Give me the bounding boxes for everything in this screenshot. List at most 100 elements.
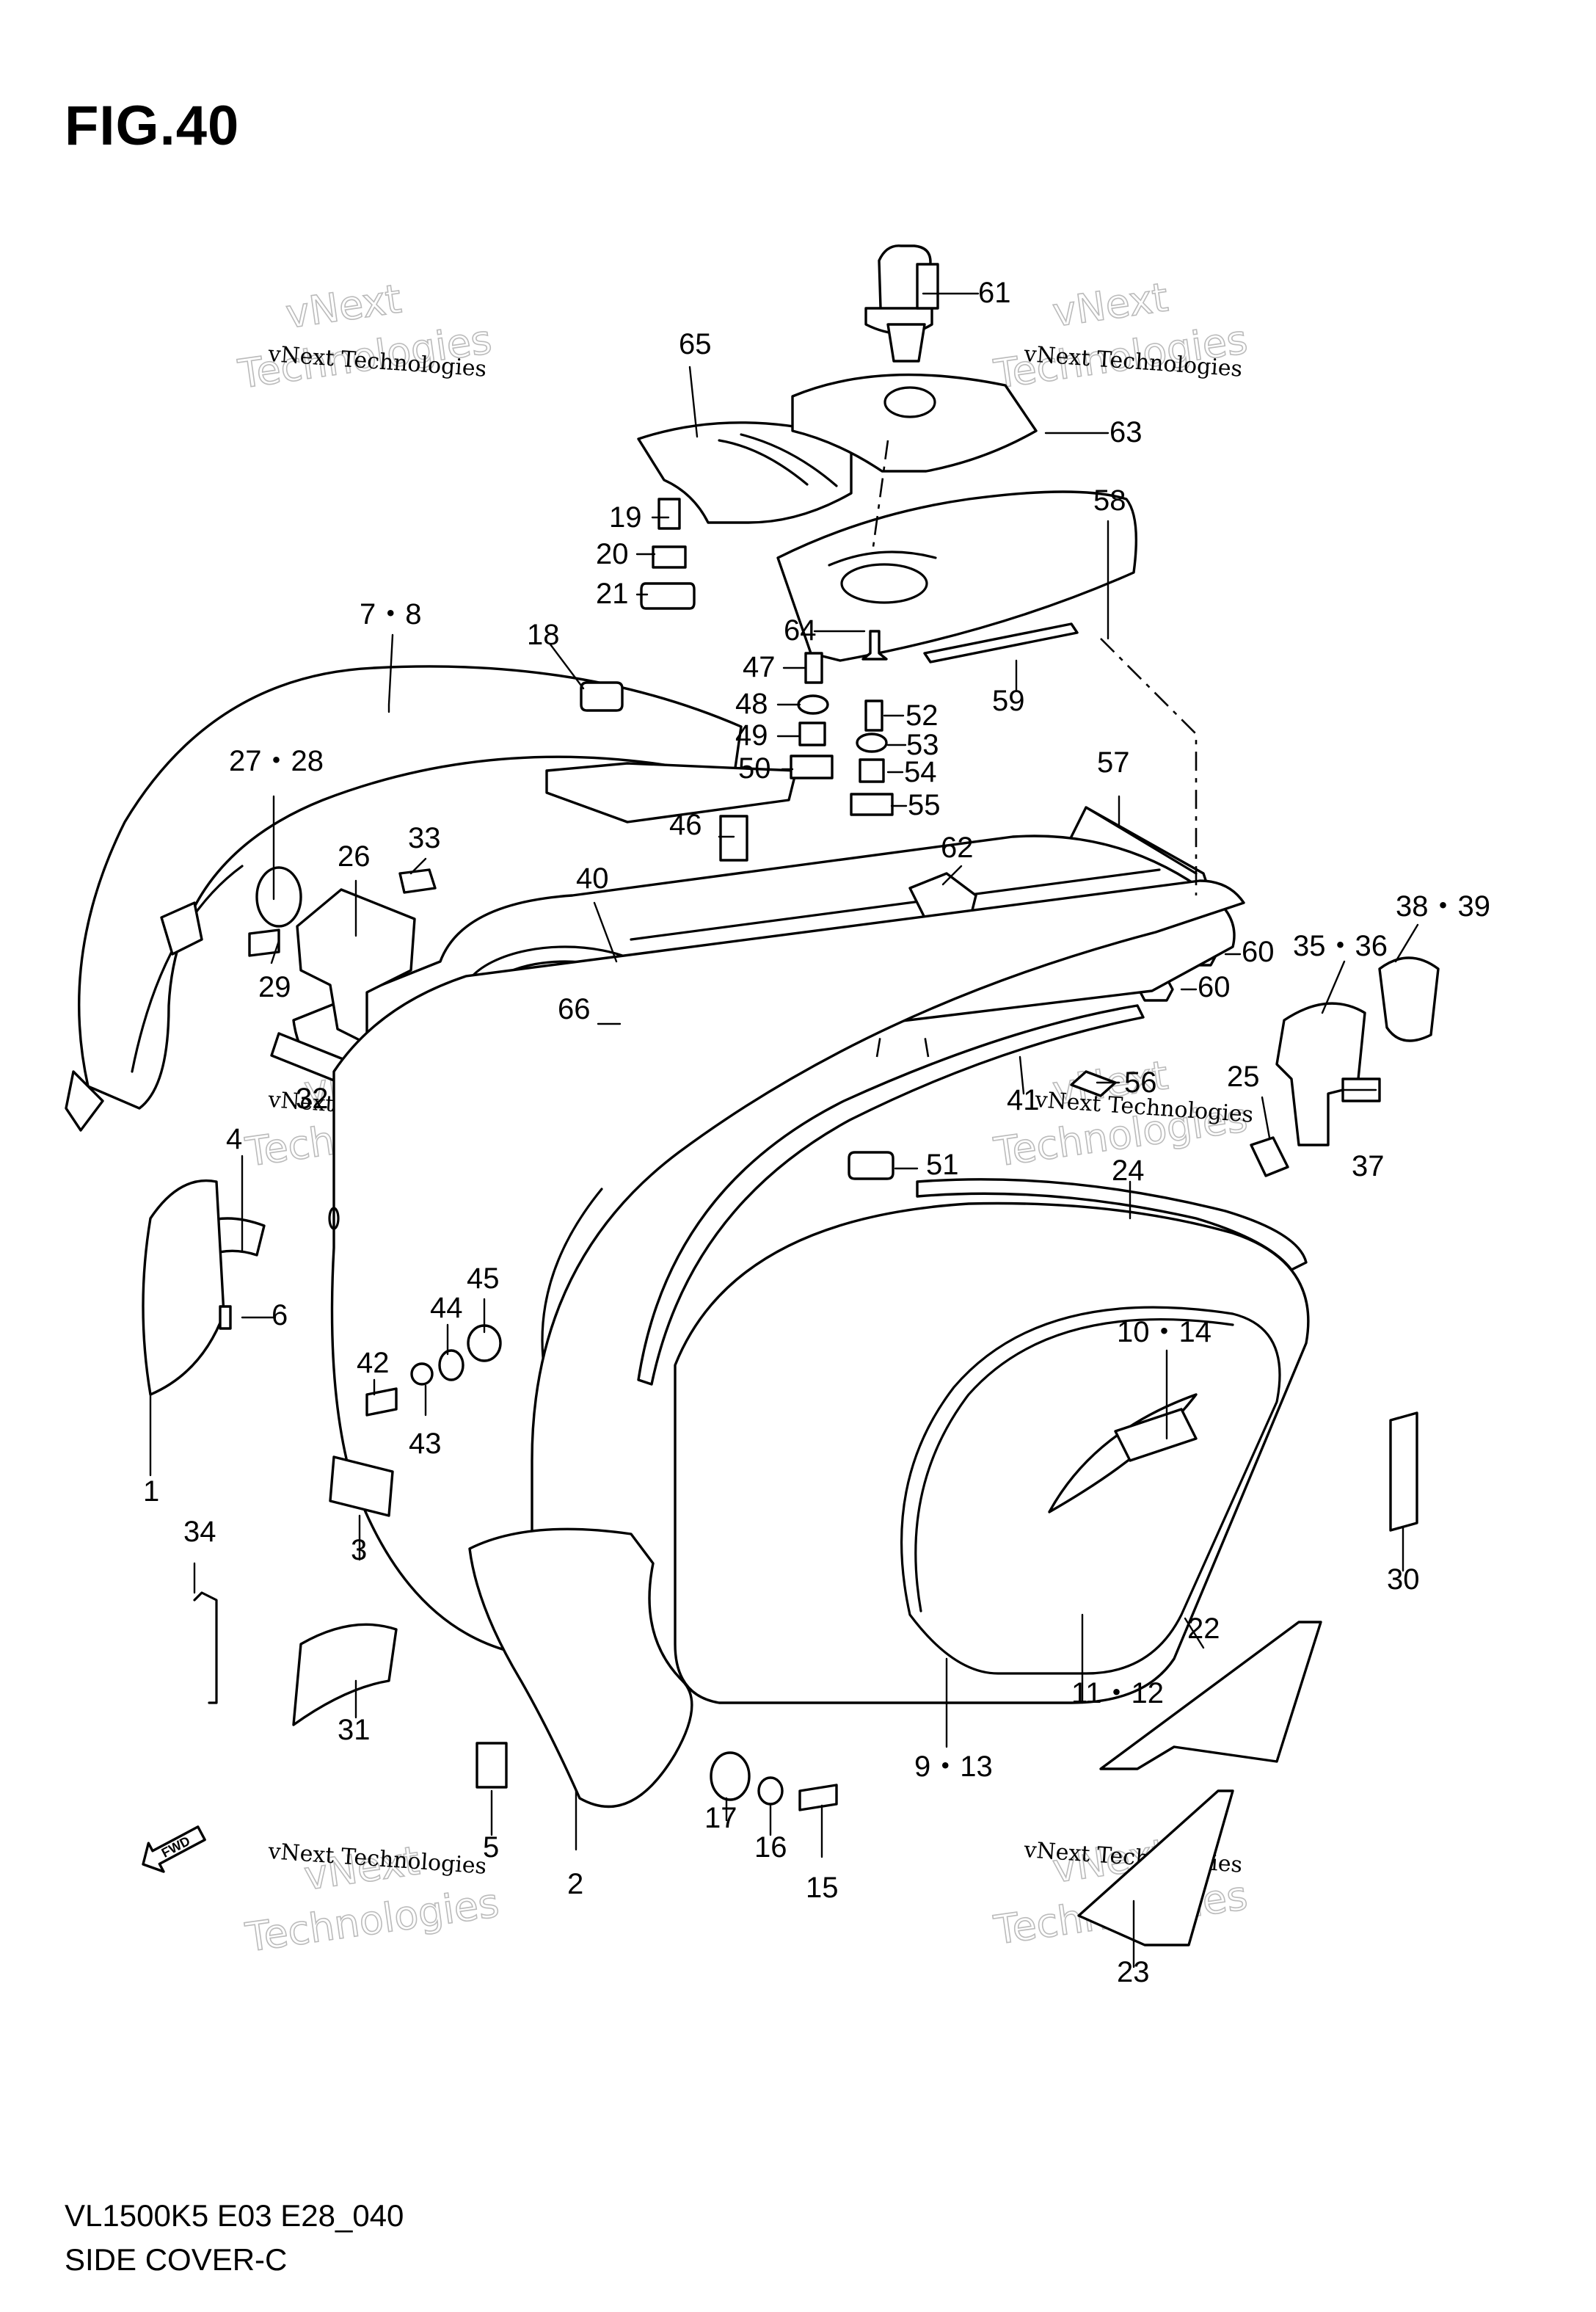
- callout-16: 16: [754, 1831, 787, 1864]
- part-61-key-lock: [864, 244, 939, 363]
- callout-66: 66: [558, 993, 591, 1025]
- figure-title: FIG.40: [65, 95, 240, 157]
- callout-78: 7・8: [360, 598, 422, 630]
- callout-51: 51: [926, 1149, 959, 1181]
- callout-20: 20: [596, 538, 629, 570]
- callout-29: 29: [258, 971, 291, 1003]
- callout-60a: 60: [1242, 936, 1275, 968]
- fwd-arrow-icon: FWD: [142, 1825, 206, 1873]
- callout-5: 5: [483, 1831, 499, 1864]
- part-38-39-clip: [1378, 956, 1440, 1042]
- callout-65: 65: [679, 328, 712, 360]
- callout-26: 26: [338, 840, 371, 873]
- callout-2728: 27・28: [229, 745, 324, 777]
- part-59-strip: [923, 622, 1079, 664]
- callout-30: 30: [1387, 1563, 1420, 1596]
- callout-4: 4: [226, 1123, 242, 1155]
- callout-47: 47: [743, 651, 776, 683]
- callout-6: 6: [272, 1299, 288, 1331]
- callout-48: 48: [735, 688, 768, 720]
- callout-33: 33: [408, 822, 441, 854]
- part-26-bracket: [296, 888, 416, 1045]
- callout-3536: 35・36: [1293, 930, 1388, 962]
- callout-41: 41: [1007, 1084, 1040, 1116]
- part-46-spacer: [719, 815, 748, 862]
- callout-19: 19: [609, 501, 642, 534]
- callout-21: 21: [596, 578, 629, 610]
- part-31-tube: [292, 1623, 398, 1726]
- part-43-washer: [410, 1362, 434, 1386]
- assembly-line-a: [872, 440, 889, 548]
- part-47-50-stack: [790, 652, 834, 779]
- callout-62: 62: [941, 832, 974, 864]
- part-1-cover: [142, 1179, 225, 1396]
- watermark-big-1: vNext: [283, 275, 404, 337]
- callout-25: 25: [1227, 1061, 1260, 1093]
- part-34-clamp: [193, 1591, 218, 1704]
- model-code: VL1500K5 E03 E28_040: [65, 2198, 404, 2233]
- leader-lines: [149, 292, 1419, 1969]
- part-19-21-stack: [640, 498, 696, 610]
- callout-59: 59: [992, 685, 1025, 717]
- part-64-pin: [861, 630, 888, 661]
- part-18-grommet: [580, 681, 624, 712]
- callout-45: 45: [467, 1262, 500, 1295]
- callout-3839: 38・39: [1396, 890, 1490, 923]
- callout-3: 3: [351, 1534, 367, 1566]
- callout-17: 17: [704, 1802, 737, 1834]
- part-35-36-bracket: [1275, 1002, 1366, 1146]
- callout-18: 18: [527, 619, 560, 651]
- callout-60b: 60: [1198, 971, 1231, 1003]
- part-3-pad: [329, 1455, 394, 1517]
- part-27-28-damper: [255, 866, 302, 928]
- callout-913: 9・13: [914, 1751, 993, 1783]
- watermark-big-3: vNext: [1050, 274, 1171, 335]
- part-51-grommet: [848, 1151, 894, 1180]
- callout-55: 55: [908, 789, 941, 821]
- callout-57: 57: [1097, 746, 1130, 779]
- assembly-line-d: [923, 1034, 930, 1058]
- part-2-lower-cover: [468, 1527, 693, 1808]
- callout-32: 32: [296, 1083, 329, 1115]
- callout-31: 31: [338, 1714, 371, 1746]
- part-65-top-plate: [637, 421, 853, 524]
- callout-1112: 11・12: [1071, 1677, 1164, 1709]
- part-22-decal: [1099, 1621, 1322, 1770]
- part-44-collar: [438, 1349, 464, 1381]
- part-15-bolt: [798, 1784, 838, 1811]
- part-30-strip: [1389, 1411, 1418, 1532]
- callout-labels: 61656358192021647・8184748495052535455595…: [143, 277, 1490, 1988]
- part-33-pad: [398, 868, 437, 894]
- callout-61: 61: [978, 277, 1011, 309]
- part-42-bolt: [365, 1387, 398, 1417]
- callout-42: 42: [357, 1347, 390, 1379]
- part-41-trim: [637, 1004, 1145, 1386]
- part-29-bolt: [248, 928, 280, 957]
- parts-artwork: FWD: [65, 244, 1440, 1946]
- part-17-grommet: [710, 1751, 751, 1801]
- part-58-tray: [776, 490, 1138, 662]
- callout-1: 1: [143, 1475, 159, 1508]
- part-side-cover-panel: [674, 1202, 1310, 1704]
- part-25-clip: [1250, 1136, 1289, 1177]
- callout-37: 37: [1352, 1150, 1385, 1182]
- callout-15: 15: [806, 1872, 839, 1904]
- callout-40: 40: [576, 862, 609, 895]
- callout-34: 34: [183, 1516, 216, 1548]
- callout-49: 49: [735, 719, 768, 752]
- callout-52: 52: [906, 699, 939, 732]
- assembly-line-c: [875, 1034, 882, 1058]
- figure-caption: SIDE COVER-C: [65, 2242, 288, 2277]
- callout-46: 46: [669, 809, 702, 841]
- part-16-collar: [757, 1776, 784, 1806]
- callout-1014: 10・14: [1117, 1316, 1211, 1348]
- callout-2: 2: [567, 1868, 583, 1900]
- callout-64: 64: [784, 614, 817, 647]
- part-7-8-cover: [65, 665, 798, 1132]
- part-5-pad: [475, 1742, 508, 1789]
- part-52-55-stack: [850, 699, 894, 816]
- callout-53: 53: [906, 729, 939, 761]
- watermark-big-10: Technologies: [242, 1880, 501, 1961]
